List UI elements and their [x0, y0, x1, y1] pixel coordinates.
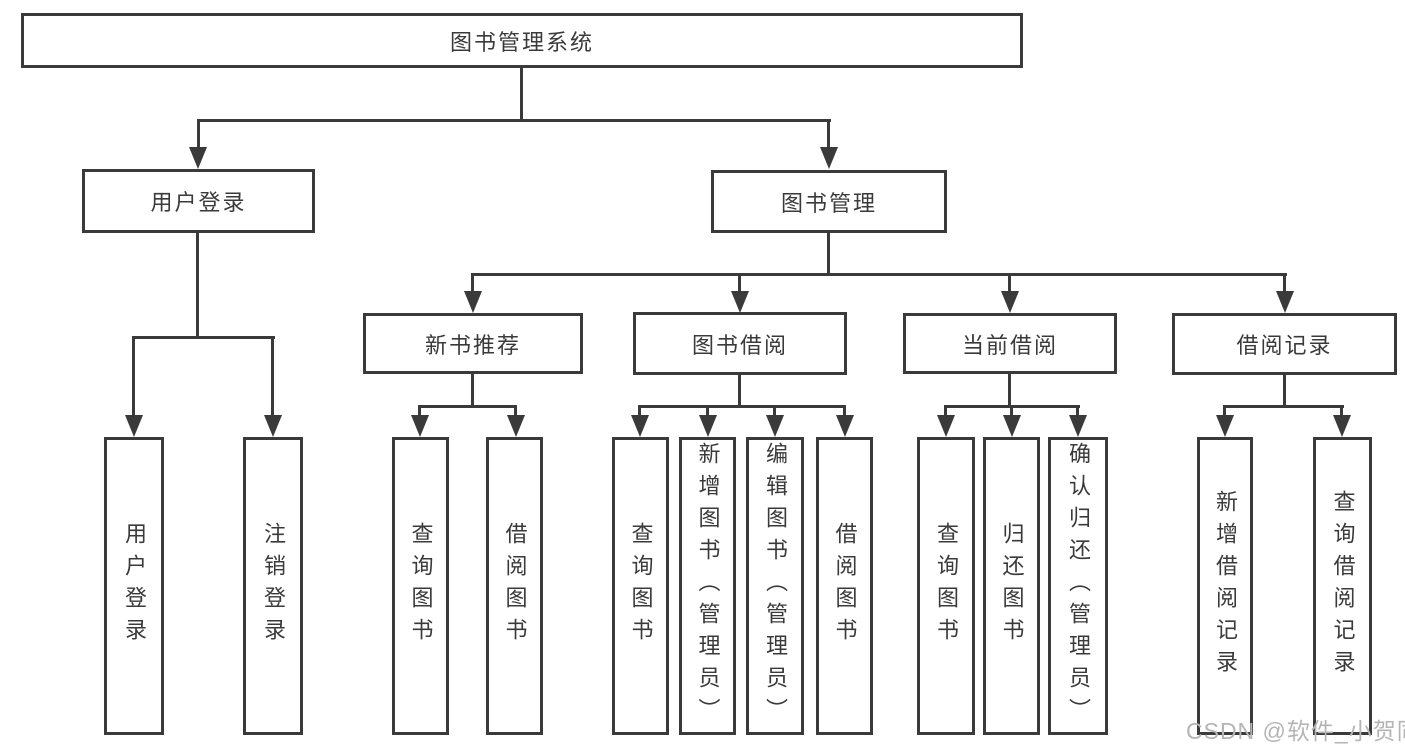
connector-bookmgmt-stem-4: [1283, 273, 1286, 293]
connector-newbook-stem-1: [418, 405, 421, 417]
connector-root-stem-right: [827, 119, 830, 150]
node-book-borrow: 图书借阅: [633, 312, 847, 375]
connector-bookmgmt-stem-3: [1008, 273, 1011, 293]
connector-records-stem-1: [1223, 405, 1226, 417]
connector-borrow-bar: [638, 405, 846, 408]
connector-records-trunk: [1283, 375, 1286, 405]
connector-records-bar: [1223, 405, 1344, 408]
connector-records-stem-2: [1340, 405, 1343, 417]
leaf-query-books-recommend: 查询图书: [392, 437, 449, 735]
connector-bookmgmt-bar: [471, 273, 1287, 276]
leaf-logout: 注销登录: [243, 437, 303, 735]
connector-root-trunk: [520, 68, 523, 119]
leaf-edit-book-admin: 编辑图书（管理员）: [746, 437, 804, 735]
connector-newbook-bar: [418, 405, 517, 408]
leaf-query-borrow-record: 查询借阅记录: [1313, 437, 1372, 735]
leaf-borrow-books: 借阅图书: [816, 437, 873, 735]
arrow-down-icon: [631, 415, 649, 437]
leaf-query-books-borrow: 查询图书: [612, 437, 669, 735]
node-book-management: 图书管理: [711, 170, 947, 233]
arrow-down-icon: [1276, 291, 1294, 313]
arrow-down-icon: [1069, 415, 1087, 437]
arrow-down-icon: [766, 415, 784, 437]
connector-newbook-stem-2: [514, 405, 517, 417]
leaf-query-books-current: 查询图书: [917, 437, 975, 735]
connector-userlogin-stem-2: [271, 336, 274, 417]
arrow-down-icon: [937, 415, 955, 437]
arrow-down-icon: [1003, 415, 1021, 437]
arrow-down-icon: [1333, 415, 1351, 437]
connector-borrow-stem-1: [638, 405, 641, 417]
arrow-down-icon: [731, 291, 749, 313]
connector-root-bar: [197, 119, 831, 122]
node-current-borrow: 当前借阅: [903, 313, 1117, 374]
node-borrow-records: 借阅记录: [1172, 313, 1397, 375]
arrow-down-icon: [836, 415, 854, 437]
connector-current-trunk: [1008, 374, 1011, 405]
connector-borrow-trunk: [738, 375, 741, 405]
leaf-user-login: 用户登录: [104, 437, 164, 735]
leaf-return-book: 归还图书: [983, 437, 1040, 735]
arrow-down-icon: [125, 415, 143, 437]
leaf-borrow-books-recommend: 借阅图书: [486, 437, 543, 735]
connector-newbook-trunk: [471, 374, 474, 405]
connector-current-stem-2: [1010, 405, 1013, 417]
connector-current-stem-3: [1076, 405, 1079, 417]
leaf-confirm-return-admin: 确认归还（管理员）: [1048, 437, 1108, 735]
node-user-login: 用户登录: [82, 169, 315, 233]
connector-bookmgmt-stem-2: [738, 273, 741, 293]
arrow-down-icon: [507, 415, 525, 437]
arrow-down-icon: [264, 415, 282, 437]
csdn-watermark: CSDN @软件_小贺同学: [1186, 718, 1405, 744]
connector-borrow-stem-2: [706, 405, 709, 417]
connector-borrow-stem-4: [843, 405, 846, 417]
connector-bookmgmt-trunk: [827, 233, 830, 273]
connector-bookmgmt-stem-1: [471, 273, 474, 293]
leaf-add-book-admin: 新增图书（管理员）: [679, 437, 736, 735]
connector-userlogin-bar: [132, 336, 275, 339]
leaf-add-borrow-record: 新增借阅记录: [1197, 437, 1253, 735]
connector-current-stem-1: [944, 405, 947, 417]
connector-userlogin-trunk: [196, 233, 199, 336]
arrow-down-icon: [1001, 291, 1019, 313]
arrow-down-icon: [820, 147, 838, 169]
node-new-book-recommend: 新书推荐: [363, 313, 583, 374]
connector-borrow-stem-3: [773, 405, 776, 417]
connector-root-stem-left: [197, 119, 200, 150]
arrow-down-icon: [411, 415, 429, 437]
node-root: 图书管理系统: [21, 13, 1023, 68]
arrow-down-icon: [189, 147, 207, 169]
arrow-down-icon: [699, 415, 717, 437]
arrow-down-icon: [1216, 415, 1234, 437]
connector-userlogin-stem-1: [132, 336, 135, 417]
arrow-down-icon: [464, 291, 482, 313]
